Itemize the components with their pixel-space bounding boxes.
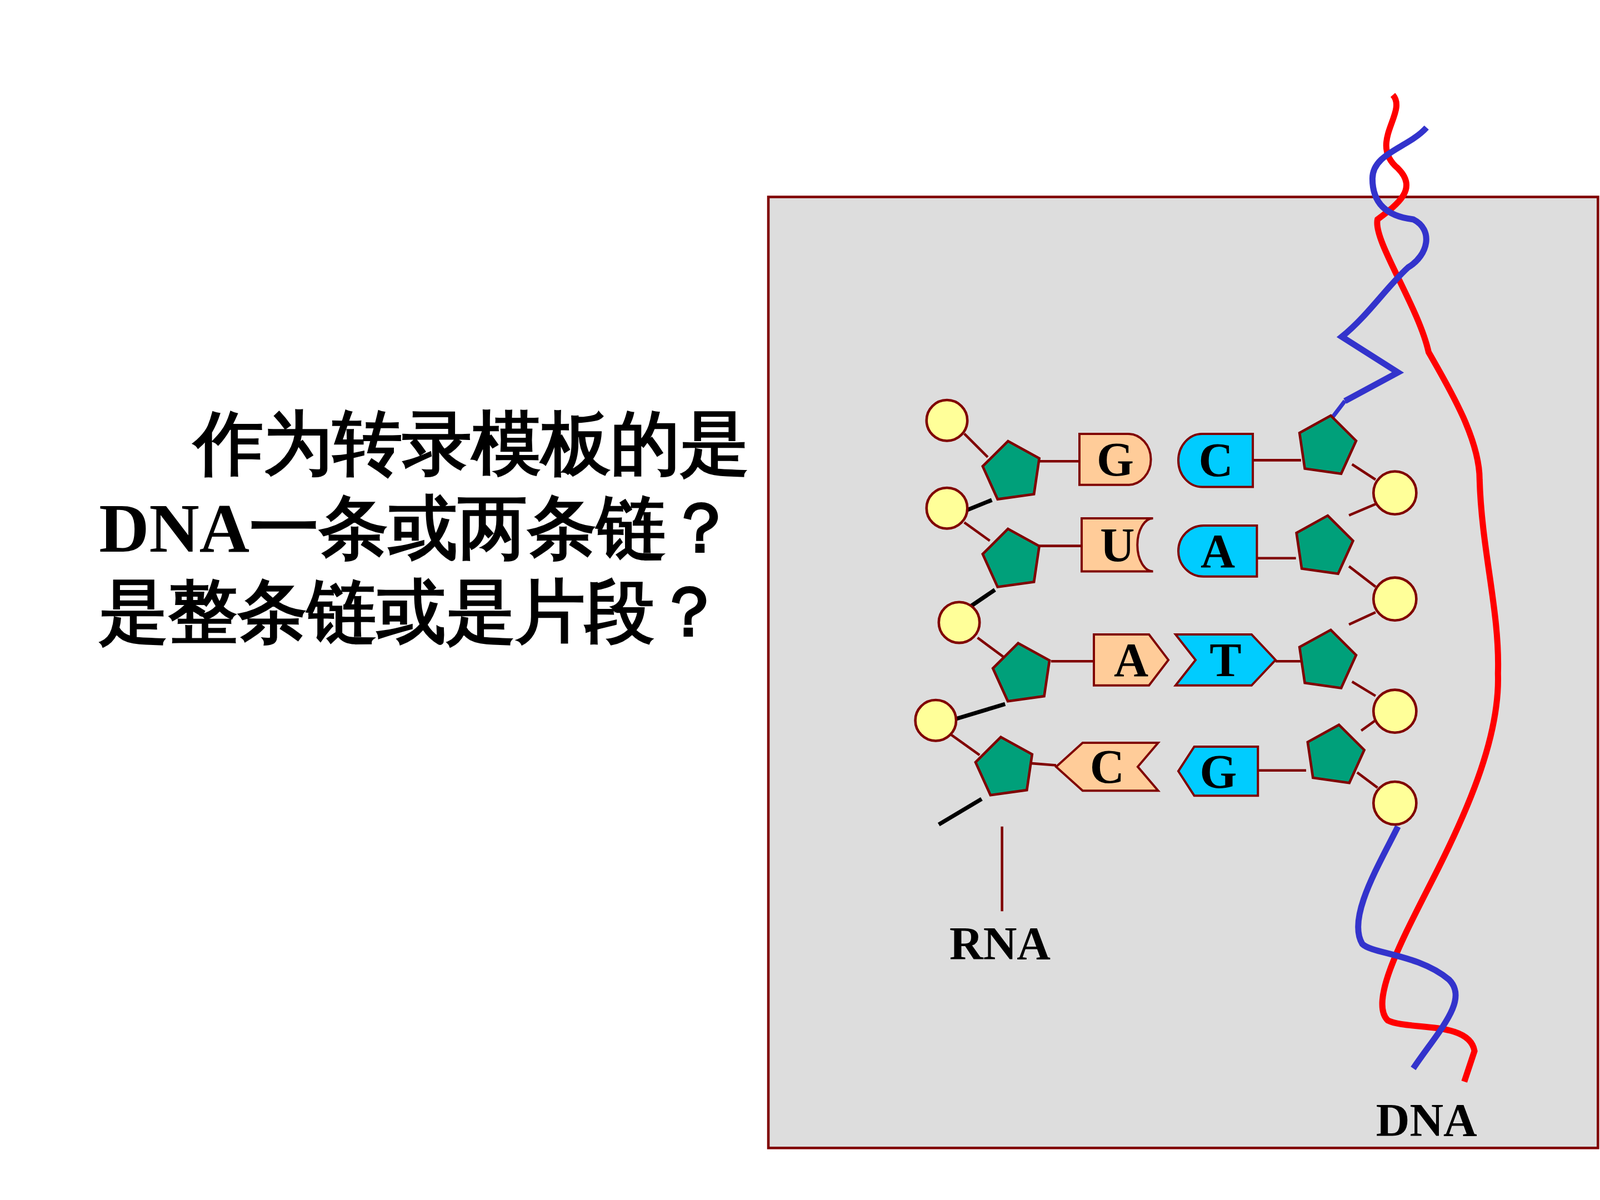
base-box: T <box>1175 634 1276 686</box>
base-outline <box>1178 746 1258 796</box>
strand-label: RNA <box>949 916 1051 973</box>
base-box: C <box>1056 742 1159 791</box>
dna-strand-blue <box>1341 127 1427 402</box>
base-outline <box>1175 634 1276 686</box>
base-box: C <box>1178 433 1253 488</box>
base-box: G <box>1178 746 1258 796</box>
base-letter: A <box>1200 527 1235 575</box>
panel <box>768 196 1598 1148</box>
base-letter: A <box>1113 636 1149 684</box>
base-outline <box>1079 433 1152 485</box>
bond-lines <box>951 433 1378 912</box>
question-text: 是整条链或是片段？ <box>98 570 724 654</box>
base-outline <box>1056 742 1159 791</box>
base-letter: C <box>1090 742 1125 791</box>
sugar-pentagon <box>972 411 1368 797</box>
base-letter: U <box>1100 521 1135 569</box>
base-box: A <box>1093 634 1169 686</box>
base-outline <box>1178 525 1257 577</box>
phosphate-circle <box>915 400 1417 825</box>
dna-strand-blue <box>1331 401 1345 419</box>
base-box: A <box>1178 525 1257 577</box>
question-text: DNA一条或两条链？ <box>98 486 736 570</box>
base-box: U <box>1081 518 1154 572</box>
base-letter: G <box>1200 747 1238 796</box>
base-outline <box>1178 433 1253 488</box>
question-text: 作为转录模板的是 <box>193 402 750 486</box>
base-outline <box>1081 518 1154 572</box>
base-box: G <box>1079 433 1152 485</box>
base-outline <box>1093 634 1169 686</box>
dna-strand-blue <box>1358 826 1457 1069</box>
base-letter: G <box>1096 435 1134 484</box>
strand-label: DNA <box>1376 1092 1478 1149</box>
base-letter: T <box>1209 636 1242 684</box>
base-letter: C <box>1198 436 1233 484</box>
